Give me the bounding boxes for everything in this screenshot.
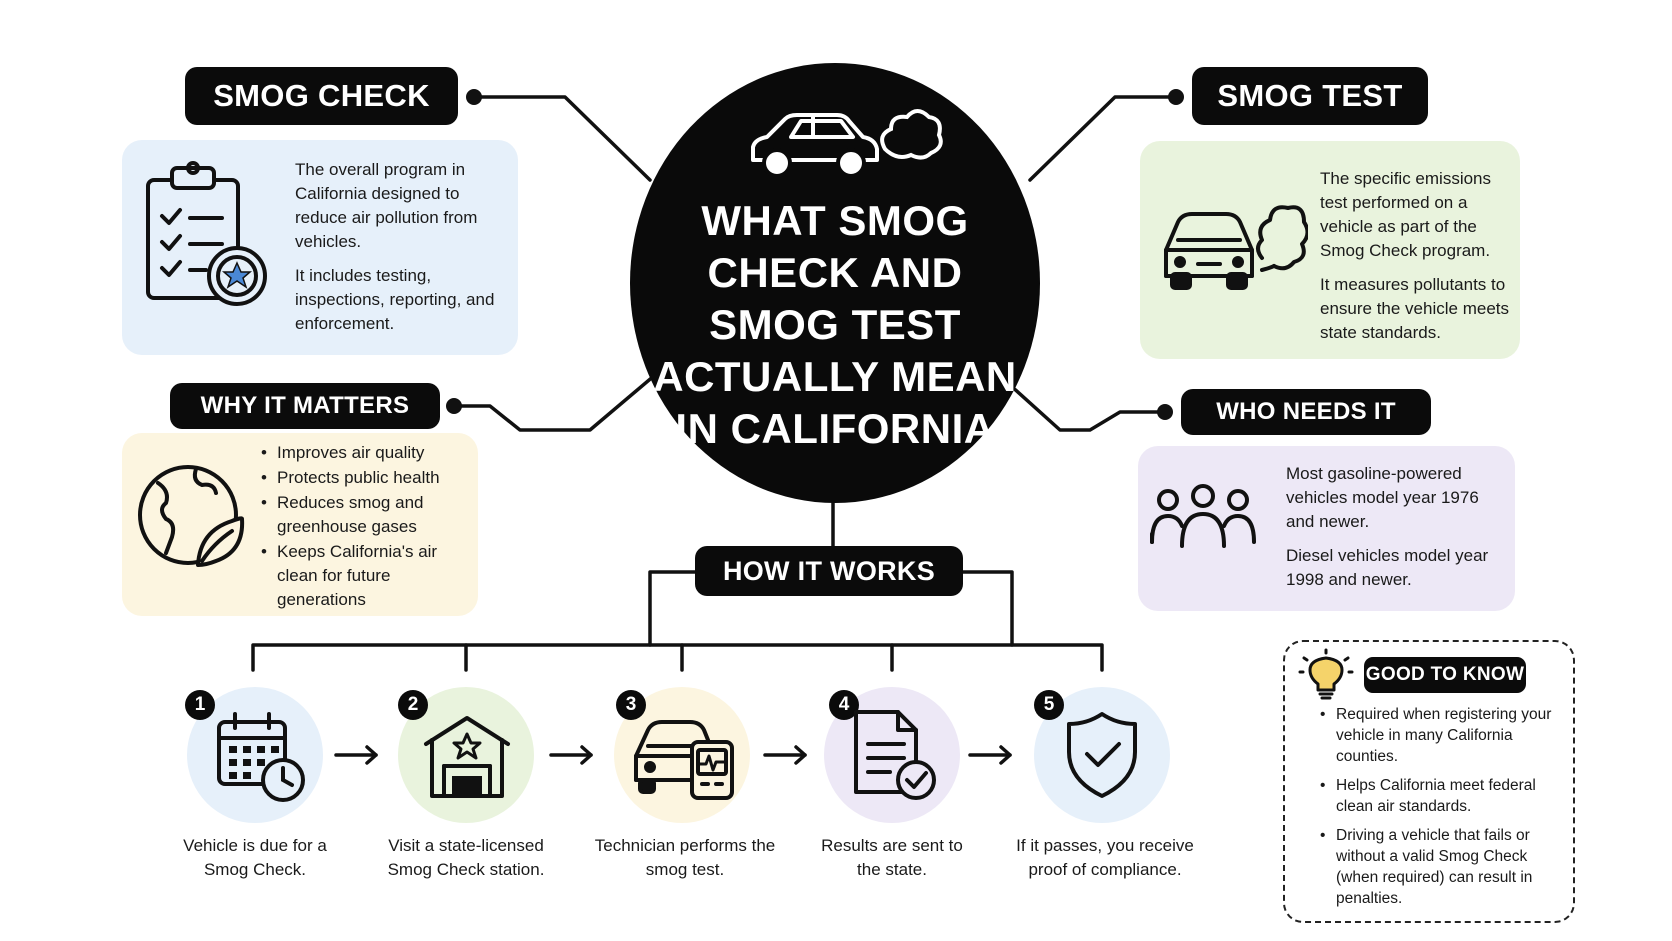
smog-test-text-1: The specific emissions test performed on… <box>1320 169 1492 260</box>
car-exhaust-icon <box>1164 205 1308 290</box>
good-to-know-bullet-2: Helps California meet federal clean air … <box>1318 775 1568 817</box>
why-bullet-4: Keeps California's air clean for future … <box>259 540 474 612</box>
step-arrow-4 <box>968 745 1012 765</box>
document-check-icon <box>854 710 936 800</box>
globe-leaf-icon <box>138 465 245 567</box>
why-it-matters-heading: WHY IT MATTERS <box>170 383 440 429</box>
good-to-know-bullet-3: Driving a vehicle that fails or without … <box>1318 825 1568 909</box>
people-group-icon <box>1150 484 1256 548</box>
who-needs-it-card: Most gasoline-powered vehicles model yea… <box>1138 446 1515 611</box>
smog-test-heading: SMOG TEST <box>1192 67 1428 125</box>
smog-check-card: The overall program in California design… <box>122 140 518 355</box>
smog-check-text-2: It includes testing, inspections, report… <box>295 266 495 333</box>
how-it-works-heading: HOW IT WORKS <box>695 546 963 596</box>
shield-check-icon <box>1067 712 1137 798</box>
good-to-know-heading: GOOD TO KNOW <box>1364 657 1526 693</box>
step-2-label: Visit a state-licensed Smog Check statio… <box>387 836 545 879</box>
smog-check-text-1: The overall program in California design… <box>295 160 478 251</box>
step-2-number: 2 <box>398 690 428 720</box>
who-needs-text-1: Most gasoline-powered vehicles model yea… <box>1286 464 1479 531</box>
lightbulb-icon <box>1298 648 1354 700</box>
car-smoke-icon <box>751 109 943 178</box>
smog-test-card: The specific emissions test performed on… <box>1140 141 1520 359</box>
page-title: WHAT SMOG CHECK AND SMOG TEST ACTUALLY M… <box>653 197 1017 452</box>
car-tester-icon <box>634 720 734 800</box>
step-1-number: 1 <box>185 690 215 720</box>
smog-check-heading: SMOG CHECK <box>185 67 458 125</box>
step-3-label: Technician performs the smog test. <box>594 836 776 879</box>
step-3-number: 3 <box>616 690 646 720</box>
good-to-know-box <box>1283 640 1575 923</box>
who-needs-it-heading: WHO NEEDS IT <box>1181 389 1431 435</box>
step-arrow-2 <box>549 745 593 765</box>
step-1-label: Vehicle is due for a Smog Check. <box>183 836 327 879</box>
why-bullet-2: Protects public health <box>259 466 474 490</box>
why-it-matters-card: Improves air quality Protects public hea… <box>122 433 478 616</box>
step-arrow-3 <box>763 745 807 765</box>
calendar-clock-icon <box>217 712 305 802</box>
who-needs-text-2: Diesel vehicles model year 1998 and newe… <box>1286 546 1489 589</box>
good-to-know-bullet-1: Required when registering your vehicle i… <box>1318 704 1568 767</box>
step-4-label: Results are sent to the state. <box>821 836 963 879</box>
clipboard-checklist-icon <box>146 161 267 306</box>
step-5-label: If it passes, you receive proof of compl… <box>1016 836 1194 879</box>
step-4-number: 4 <box>829 690 859 720</box>
garage-station-icon <box>424 716 510 798</box>
why-bullet-3: Reduces smog and greenhouse gases <box>259 491 474 539</box>
step-arrow-1 <box>334 745 378 765</box>
step-5-number: 5 <box>1034 690 1064 720</box>
smog-test-text-2: It measures pollutants to ensure the veh… <box>1320 275 1509 342</box>
why-bullet-1: Improves air quality <box>259 441 474 465</box>
